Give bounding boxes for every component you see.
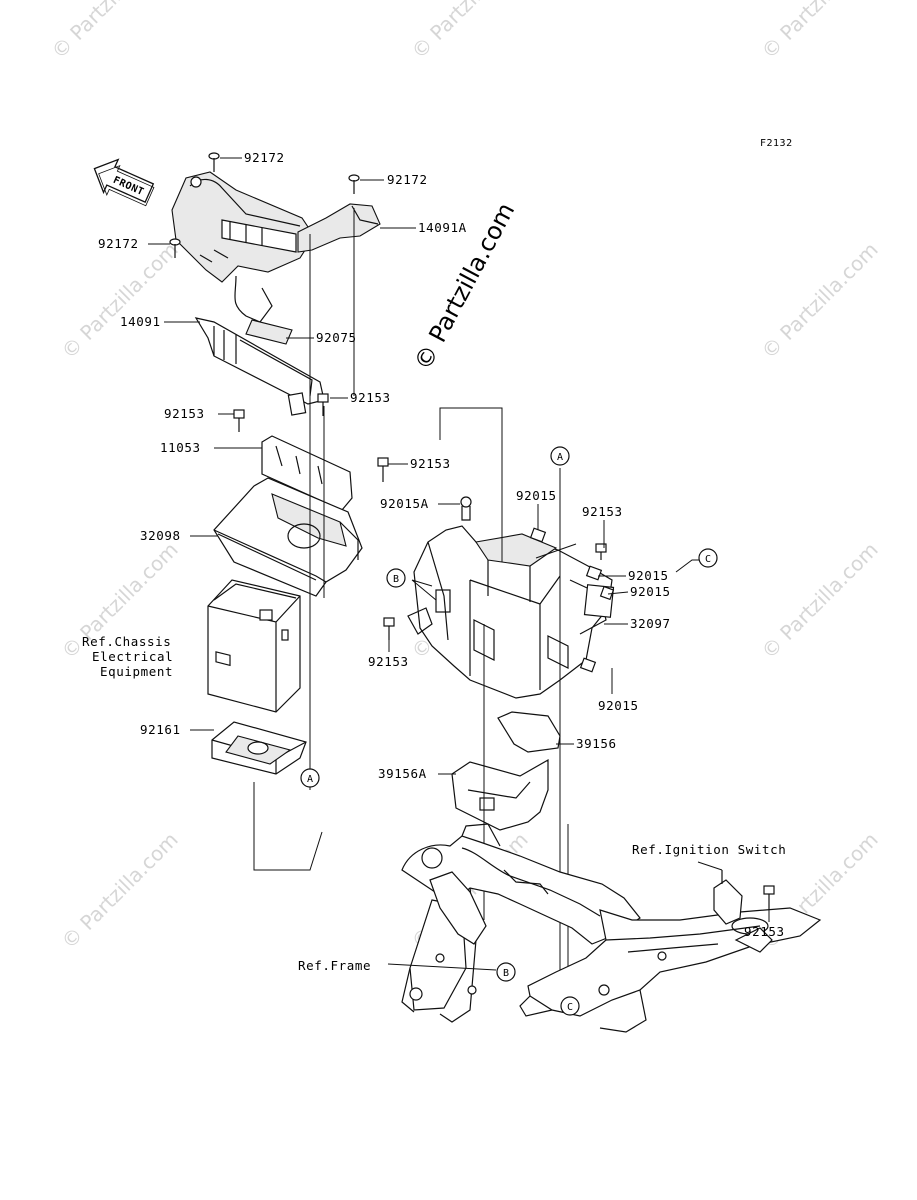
part-ignition-bracket — [713, 870, 743, 925]
part-label-32098: 32098 — [140, 528, 181, 543]
battery-unit — [207, 579, 301, 713]
callout-B-frame: B — [496, 962, 516, 982]
bolt-icon — [348, 174, 360, 194]
part-label-92161: 92161 — [140, 722, 181, 737]
part-labels: 92172 92172 92172 14091A 14091 92075 921… — [98, 150, 785, 939]
bolt-icon — [377, 457, 389, 482]
part-label-92153: 92153 — [164, 406, 205, 421]
watermark-text: © Partzilla.com — [757, 537, 883, 663]
callout-A-top: A — [550, 446, 570, 466]
part-label-92153: 92153 — [410, 456, 451, 471]
callout-A-bottom: A — [300, 768, 320, 788]
watermark-text: © Partzilla.com — [47, 0, 173, 64]
part-label-92153: 92153 — [368, 654, 409, 669]
reference-labels: Ref.Chassis Electrical Equipment Ref.Ign… — [82, 634, 786, 973]
part-label-11053: 11053 — [160, 440, 201, 455]
callout-label: B — [503, 968, 509, 979]
bolt-icon — [763, 885, 775, 910]
watermark-text: © Partzilla.com — [57, 827, 183, 953]
bolt-icon — [317, 393, 329, 416]
part-label-14091A: 14091A — [418, 220, 467, 235]
watermark-text: © Partzilla.com — [757, 237, 883, 363]
ref-chassis-label: Ref.Chassis — [82, 634, 171, 649]
part-cover-14091A — [171, 171, 381, 323]
clips-92015 — [529, 527, 615, 673]
ref-frame-label: Ref.Frame — [298, 958, 371, 973]
part-label-92075: 92075 — [316, 330, 357, 345]
label-leaders — [148, 157, 770, 971]
part-label-39156A: 39156A — [378, 766, 427, 781]
callout-label: C — [705, 554, 711, 565]
part-label-92153: 92153 — [744, 924, 785, 939]
part-label-92015: 92015 — [628, 568, 669, 583]
front-arrow-icon: FRONT — [93, 158, 155, 207]
part-label-92015: 92015 — [630, 584, 671, 599]
callout-label: A — [557, 452, 563, 463]
callout-label: C — [567, 1002, 573, 1013]
part-label-14091: 14091 — [120, 314, 161, 329]
watermark-text: © Partzilla.com — [57, 237, 183, 363]
part-label-92172: 92172 — [387, 172, 428, 187]
callout-label: A — [307, 774, 313, 785]
bolt-icon — [233, 409, 245, 432]
bolt-icon — [169, 238, 181, 258]
part-label-92015A: 92015A — [380, 496, 429, 511]
part-label-92153: 92153 — [582, 504, 623, 519]
part-bracket-14091 — [194, 317, 325, 416]
callout-B-left: B — [386, 568, 406, 588]
part-label-32097: 32097 — [630, 616, 671, 631]
part-label-92172: 92172 — [98, 236, 139, 251]
callout-C-right: C — [698, 548, 718, 568]
ref-ignition-label: Ref.Ignition Switch — [632, 842, 786, 857]
fasteners — [169, 152, 775, 910]
bolt-icon — [595, 543, 607, 560]
part-label-92153: 92153 — [350, 390, 391, 405]
part-label-39156: 39156 — [576, 736, 617, 751]
guide-lines-left — [253, 208, 355, 871]
part-pad-39156A — [451, 758, 549, 831]
part-tray-32098 — [213, 435, 363, 597]
bolt-icon — [208, 152, 220, 172]
callout-label: B — [393, 574, 399, 585]
part-label-92015: 92015 — [598, 698, 639, 713]
part-pad-92161 — [211, 721, 307, 775]
bolt-icon — [383, 617, 395, 640]
watermark-text: © Partzilla.com — [757, 0, 883, 64]
watermark-text: © Partzilla.com — [407, 0, 533, 64]
frame-assembly — [401, 823, 822, 1033]
ref-chassis-label: Electrical — [92, 649, 173, 664]
part-pad-39156 — [497, 711, 561, 753]
figure-code: F2132 — [760, 138, 793, 149]
ref-chassis-label: Equipment — [100, 664, 173, 679]
callout-C-frame: C — [560, 996, 580, 1016]
part-case-main — [407, 496, 615, 699]
part-label-92172: 92172 — [244, 150, 285, 165]
part-label-92015: 92015 — [516, 488, 557, 503]
